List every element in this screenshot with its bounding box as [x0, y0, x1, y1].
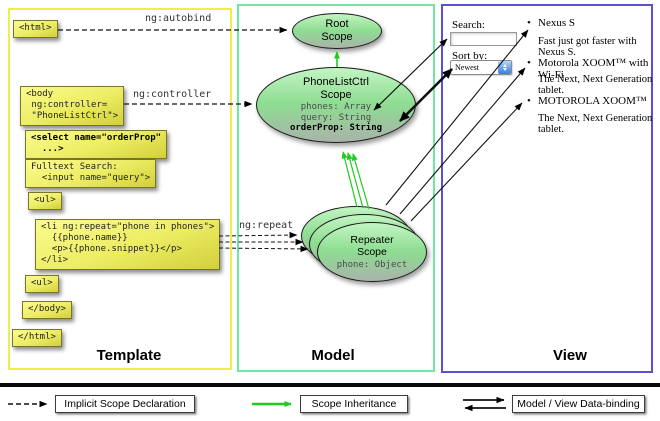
model-panel — [237, 4, 435, 372]
repeater-scope-ellipse-front: Repeater Scope phone: Object — [317, 222, 427, 282]
ng-controller-label: ng:controller — [133, 89, 212, 100]
search-label: Search: — [452, 19, 485, 31]
phone-item-desc: The Next, Next Generation tablet. — [538, 74, 653, 96]
phonelistctrl-scope-title: PhoneListCtrl Scope — [302, 76, 370, 102]
code-box-ul-open: <ul> — [28, 192, 62, 210]
code-box-html-open: <html> — [13, 20, 58, 38]
legend-implicit-scope: Implicit Scope Declaration — [55, 395, 195, 413]
bullet-icon: • — [527, 17, 531, 29]
ng-autobind-label: ng:autobind — [145, 13, 212, 24]
legend-data-binding: Model / View Data-binding — [512, 395, 645, 413]
phone-item-title: Nexus S — [538, 17, 575, 29]
code-box-fulltext-search: Fulltext Search: <input name="query"> — [25, 159, 157, 188]
legend-divider — [0, 383, 660, 387]
scope-prop-phones: phones: Array — [300, 102, 372, 113]
phone-item-desc: Fast just got faster with Nexus S. — [538, 36, 637, 58]
model-column-title: Model — [311, 347, 355, 364]
code-box-body-open: <body ng:controller= "PhoneListCtrl"> — [20, 86, 125, 126]
search-input[interactable] — [450, 32, 517, 46]
code-box-html-close: </html> — [12, 329, 62, 347]
root-scope-title: Root Scope — [321, 18, 353, 43]
code-box-body-close: </body> — [22, 301, 72, 319]
root-scope-ellipse: Root Scope — [292, 13, 382, 49]
code-box-select: <select name="orderProp" ...> — [25, 130, 168, 159]
view-column-title: View — [553, 347, 587, 364]
phone-item-title: MOTOROLA XOOM™ — [538, 95, 647, 107]
bullet-icon: • — [527, 95, 531, 107]
template-column-title: Template — [96, 347, 162, 364]
repeater-scope-title: Repeater Scope — [350, 233, 394, 258]
phonelistctrl-scope-ellipse: PhoneListCtrl Scope phones: Array query:… — [256, 67, 416, 143]
scope-prop-query: query: String — [300, 112, 372, 123]
code-box-li-repeat: <li ng:repeat="phone in phones"> {{phone… — [35, 219, 221, 270]
legend-scope-inheritance: Scope Inheritance — [300, 395, 408, 413]
scope-prop-phone: phone: Object — [336, 259, 408, 270]
ng-repeat-label: ng:repeat — [239, 220, 294, 231]
code-box-ul-second: <ul> — [25, 275, 59, 293]
bullet-icon: • — [527, 57, 531, 69]
phone-item-title: Motorola XOOM™ with Wi-Fi — [538, 57, 649, 81]
sort-dropdown-value: Newest — [455, 63, 479, 72]
scope-prop-orderprop: orderProp: String — [289, 123, 383, 134]
phone-item-desc: The Next, Next Generation tablet. — [538, 113, 653, 135]
sort-dropdown[interactable]: Newest — [450, 60, 512, 75]
dropdown-stepper-icon[interactable] — [498, 61, 511, 74]
